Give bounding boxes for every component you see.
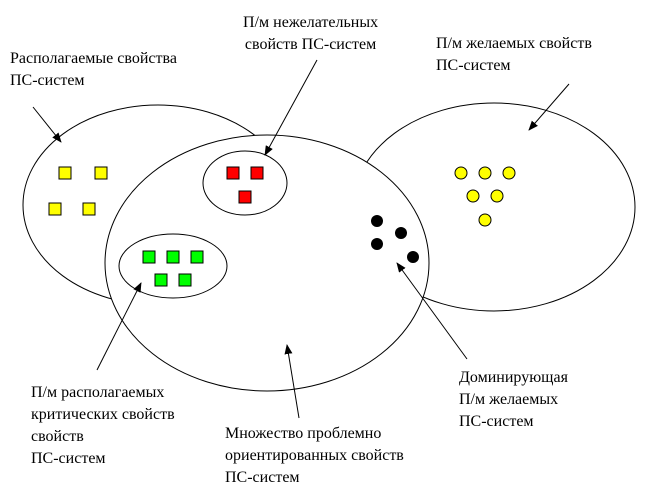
dominant-item	[371, 238, 383, 250]
arrow-undesired	[264, 59, 318, 156]
available-item	[82, 202, 96, 216]
dominant-item	[371, 215, 383, 227]
critical-item	[154, 273, 168, 287]
desired-item	[466, 189, 480, 203]
dominant-items	[371, 215, 419, 263]
critical-item	[178, 273, 192, 287]
undesired-item	[238, 190, 252, 204]
desired-item	[490, 189, 504, 203]
arrow-available	[32, 106, 62, 143]
undesired-item	[250, 166, 264, 180]
desired-item	[478, 213, 492, 227]
dominant-item	[407, 251, 419, 263]
critical-item	[190, 250, 204, 264]
undesired-subset-ellipse	[202, 150, 288, 216]
arrow-desired	[528, 83, 570, 131]
available-item	[58, 166, 72, 180]
arrow-dominant	[396, 262, 468, 360]
label-dominant: Доминирующая П/м желаемых ПС-систем	[459, 369, 568, 430]
label-undesired: П/м нежелательных свойств ПС-систем	[243, 14, 379, 53]
label-desired: П/м желаемых свойств ПС-систем	[436, 35, 592, 74]
label-available: Располагаемые свойства ПС-систем	[10, 50, 177, 89]
available-item	[48, 202, 62, 216]
desired-items	[454, 166, 516, 227]
available-item	[94, 166, 108, 180]
critical-item	[142, 250, 156, 264]
label-critical: П/м располагаемых критических свойств св…	[31, 384, 175, 467]
label-problem: Множество проблемно ориентированных свой…	[225, 425, 404, 486]
undesired-items	[226, 166, 264, 204]
arrow-critical	[96, 282, 142, 371]
critical-items	[142, 250, 204, 287]
critical-item	[166, 250, 180, 264]
arrow-problem	[284, 344, 300, 419]
dominant-item	[395, 227, 407, 239]
available-items	[48, 166, 108, 216]
desired-item	[454, 166, 468, 180]
desired-item	[478, 166, 492, 180]
undesired-item	[226, 166, 240, 180]
problem-set-ellipse	[104, 134, 430, 392]
desired-item	[502, 166, 516, 180]
critical-subset-ellipse	[118, 233, 228, 299]
